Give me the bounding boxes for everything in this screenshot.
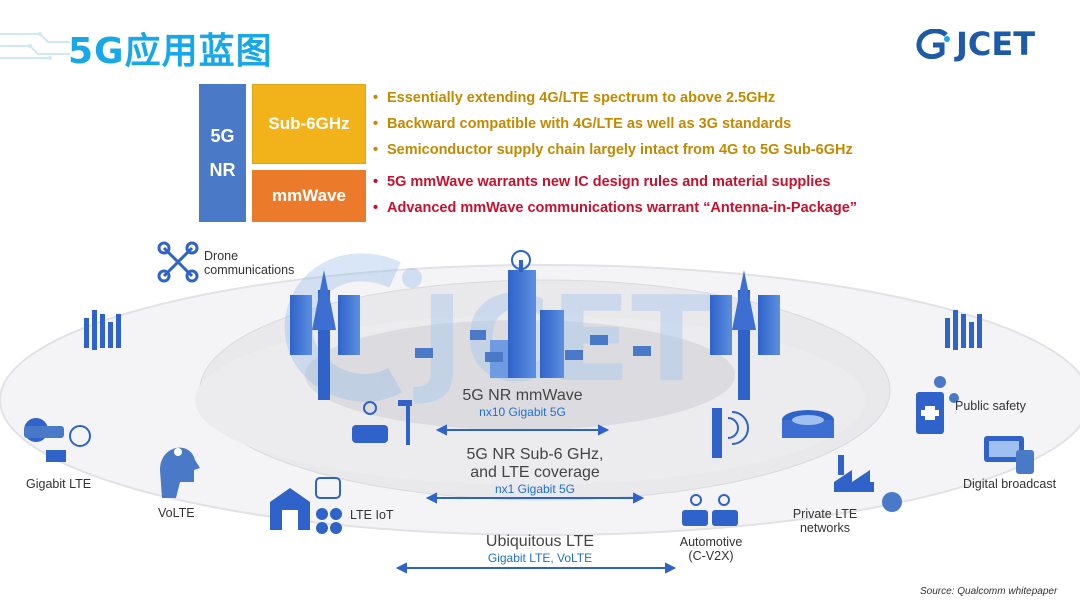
public-safety-label: Public safety <box>955 399 1026 413</box>
bullet-item: •5G mmWave warrants new IC design rules … <box>373 174 831 190</box>
drone-icon <box>157 241 199 283</box>
bullet-text: Essentially extending 4G/LTE spectrum to… <box>387 90 776 106</box>
antenna-array-right-icon <box>945 310 982 350</box>
tier-lte-subtitle: Gigabit LTE, VoLTE <box>487 551 593 565</box>
tier-sub6: 5G NR Sub-6 GHz, and LTE coverage nx1 Gi… <box>430 446 640 496</box>
mmwave-label: mmWave <box>271 186 346 205</box>
tier-sub6-title-line1: 5G NR Sub-6 GHz, <box>466 446 604 463</box>
sensor-device-icon <box>712 408 749 458</box>
antenna-array-left-icon <box>84 310 121 350</box>
nr-label-line2: NR <box>209 160 236 180</box>
bullet-item: •Backward compatible with 4G/LTE as well… <box>373 116 792 132</box>
digital-broadcast-label: Digital broadcast <box>963 477 1057 491</box>
gigabit-lte-label: Gigabit LTE <box>26 477 92 491</box>
bullet-item: •Essentially extending 4G/LTE spectrum t… <box>373 90 776 106</box>
stadium-icon <box>782 410 834 438</box>
tier-sub6-title-line2: and LTE coverage <box>470 464 600 481</box>
bullet-item: •Semiconductor supply chain largely inta… <box>373 142 853 158</box>
jcet-logo: JCET <box>916 25 1036 63</box>
digital-broadcast-icon <box>984 436 1034 474</box>
public-safety-icon <box>916 376 959 434</box>
bullet-text: 5G mmWave warrants new IC design rules a… <box>387 174 831 190</box>
tier-lte-title: Ubiquitous LTE <box>485 533 595 550</box>
source-note: Source: Qualcomm whitepaper <box>920 586 1058 597</box>
volte-person-icon <box>160 447 200 498</box>
factory-icon <box>834 455 902 512</box>
bullet-item: •Advanced mmWave communications warrant … <box>373 200 858 216</box>
macro-tower-left-icon <box>290 270 360 400</box>
sub6-label: Sub-6GHz <box>268 114 350 133</box>
tier-lte: Ubiquitous LTE Gigabit LTE, VoLTE <box>440 533 640 565</box>
city-buildings-icon <box>415 250 651 378</box>
nr-label-line1: 5G <box>210 126 235 146</box>
connected-car-icon <box>352 400 412 445</box>
bullet-text: Backward compatible with 4G/LTE as well … <box>387 116 792 132</box>
coverage-diagram: JCET <box>0 241 1080 574</box>
tier-sub6-subtitle: nx1 Gigabit 5G <box>494 482 576 496</box>
tier-mmwave: 5G NR mmWave nx10 Gigabit 5G <box>440 387 605 419</box>
nr-label-box: 5G NR <box>199 84 246 222</box>
bullet-text: Advanced mmWave communications warrant “… <box>387 200 858 216</box>
drone-communications-label: Drone communications <box>204 249 295 277</box>
private-lte-label: Private LTE networks <box>792 507 858 535</box>
sub6-box: Sub-6GHz <box>252 84 366 164</box>
title-decoration <box>0 32 70 60</box>
range-arrows <box>395 424 677 574</box>
logo-text: JCET <box>956 25 1036 63</box>
lte-iot-label: LTE IoT <box>350 508 394 522</box>
bullet-text: Semiconductor supply chain largely intac… <box>387 142 853 158</box>
macro-tower-right-icon <box>710 270 780 400</box>
tier-mmwave-title: 5G NR mmWave <box>462 387 583 404</box>
vr-headset-icon <box>24 418 91 462</box>
mmwave-box: mmWave <box>252 170 366 222</box>
automotive-c-v2x-icon <box>682 494 738 526</box>
lte-iot-barn-icon <box>270 477 342 534</box>
volte-label: VoLTE <box>158 506 195 520</box>
bullet-list: •Essentially extending 4G/LTE spectrum t… <box>373 88 857 224</box>
logo-mark-icon <box>916 29 950 59</box>
tier-mmwave-subtitle: nx10 Gigabit 5G <box>479 405 566 419</box>
automotive-label: Automotive (C-V2X) <box>679 535 743 563</box>
slide-title: 5G应用蓝图 <box>68 31 273 72</box>
